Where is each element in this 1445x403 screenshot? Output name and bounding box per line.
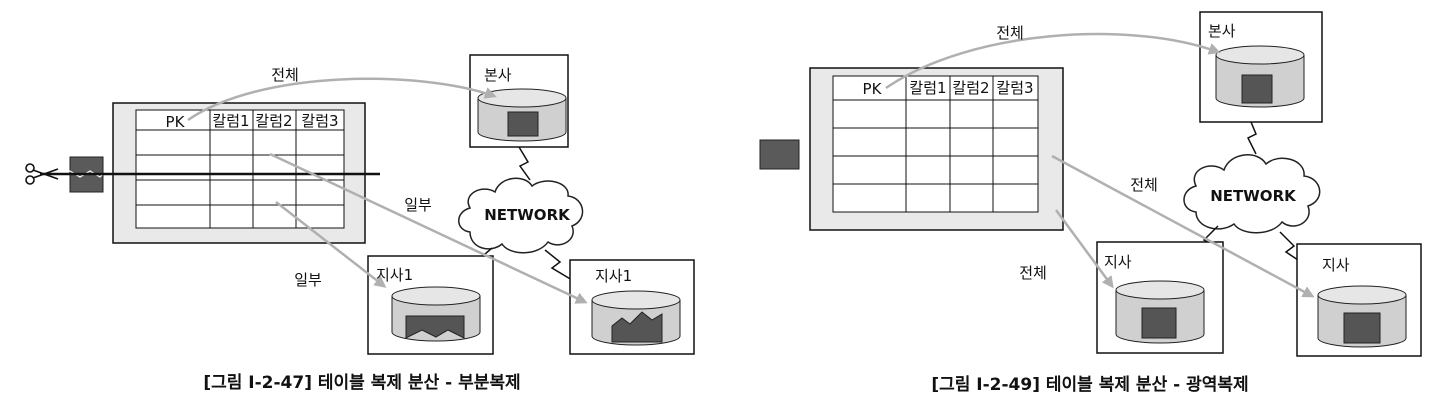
left-branch1-label: 지사1	[376, 266, 413, 284]
left-col-3: 칼럼3	[301, 112, 338, 130]
left-arrow-partial-label-2: 일부	[294, 271, 322, 289]
partial-data-block	[405, 315, 465, 339]
data-block	[759, 139, 800, 170]
left-network-cloud: NETWORK	[458, 177, 584, 254]
left-caption: [그림 Ⅰ-2-47] 테이블 복제 분산 - 부분복제	[203, 373, 520, 393]
data-block	[1343, 312, 1381, 344]
lightning-link-icon	[1246, 121, 1257, 155]
right-arrow-full-label-mid: 전체	[1130, 176, 1158, 194]
lightning-link-icon	[518, 146, 531, 181]
right-network-cloud: NETWORK	[1183, 154, 1321, 234]
right-hq-box: 본사	[1199, 11, 1323, 123]
left-arrow-full-label: 전체	[271, 66, 299, 84]
arrow-full	[187, 77, 497, 122]
right-branch1-box: 지사	[1096, 241, 1224, 354]
right-branch1-label: 지사	[1104, 253, 1132, 271]
right-hq-label: 본사	[1208, 22, 1236, 40]
right-col-2: 칼럼2	[952, 79, 989, 97]
right-col-3: 칼럼3	[996, 79, 1033, 97]
right-table: PK 칼럼1 칼럼2 칼럼3	[809, 67, 1064, 231]
left-hq-label: 본사	[484, 66, 512, 84]
left-col-1: 칼럼1	[212, 112, 249, 130]
right-col-1: 칼럼1	[909, 79, 946, 97]
right-arrow-full-label-top: 전체	[996, 24, 1024, 42]
arrow-partial-2	[275, 201, 387, 288]
left-diagram: PK 칼럼1 칼럼2 칼럼3 본사 NETWOR	[25, 54, 695, 393]
arrow-full-branch2	[1051, 154, 1315, 298]
left-hq-box: 본사	[469, 54, 569, 148]
left-col-2: 칼럼2	[255, 112, 292, 130]
left-col-pk: PK	[166, 113, 186, 131]
arrow-full-hq	[885, 32, 1221, 90]
cloud-icon	[1183, 154, 1321, 234]
right-branch2-label: 지사	[1322, 256, 1350, 274]
arrow-full-branch1	[1054, 209, 1114, 289]
right-branch2-box: 지사	[1296, 243, 1422, 357]
database-cylinder-icon	[477, 88, 567, 142]
cloud-icon	[458, 177, 584, 254]
lightning-link-icon	[544, 249, 573, 281]
left-arrow-partial-label-1: 일부	[404, 196, 432, 214]
left-branch2-label: 지사1	[595, 267, 632, 285]
right-col-pk: PK	[863, 80, 883, 98]
right-caption: [그림 Ⅰ-2-49] 테이블 복제 분산 - 광역복제	[931, 375, 1248, 395]
right-network-label: NETWORK	[1210, 187, 1297, 205]
data-block	[1241, 74, 1273, 104]
right-arrow-full-label-low: 전체	[1019, 264, 1047, 282]
left-branch1-box: 지사1	[367, 255, 494, 355]
right-diagram: PK 칼럼1 칼럼2 칼럼3 본사 NETWORK 지사	[759, 11, 1422, 395]
arrow-partial-1	[269, 152, 588, 304]
left-branch2-box: 지사1	[569, 259, 695, 355]
partial-data-block	[611, 311, 663, 343]
lightning-link-icon	[1279, 231, 1305, 265]
left-network-label: NETWORK	[484, 206, 571, 224]
data-block	[1141, 307, 1177, 339]
